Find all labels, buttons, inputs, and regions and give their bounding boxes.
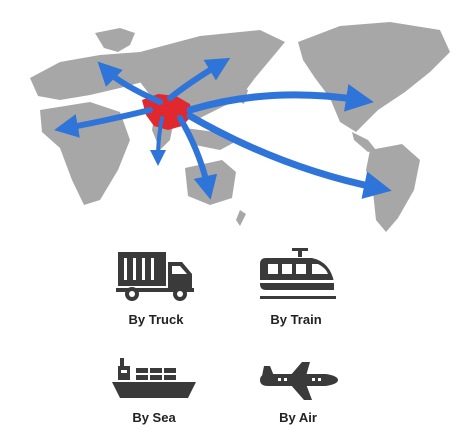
mode-label-sea: By Sea: [132, 410, 176, 425]
greenland: [95, 28, 135, 52]
mode-train: By Train: [236, 248, 356, 327]
world-map: [30, 22, 450, 232]
new-zealand: [236, 210, 246, 226]
shipping-routes: [54, 57, 392, 200]
truck-icon: [116, 252, 194, 301]
route-arrow-southasia: [150, 116, 167, 166]
south-america: [366, 144, 420, 232]
mode-truck: By Truck: [96, 250, 216, 327]
mode-label-truck: By Truck: [128, 312, 184, 327]
mode-air: By Air: [238, 362, 358, 425]
route-arrow-europe: [97, 61, 163, 105]
ship-icon: [112, 358, 196, 398]
se-asia: [185, 128, 235, 150]
route-arrow-russia: [167, 57, 231, 101]
australia: [185, 160, 236, 205]
route-arrow-south-america: [186, 112, 392, 199]
continents: [30, 22, 450, 232]
train-icon: [260, 248, 336, 299]
route-arrow-australia: [177, 115, 218, 200]
mode-label-train: By Train: [270, 312, 322, 327]
airplane-icon: [260, 362, 338, 400]
north-america: [298, 22, 450, 132]
mode-sea: By Sea: [94, 358, 214, 425]
route-arrow-africa: [54, 107, 153, 138]
central-america: [352, 132, 376, 152]
route-arrow-north-america: [186, 84, 374, 114]
mode-label-air: By Air: [279, 410, 317, 425]
